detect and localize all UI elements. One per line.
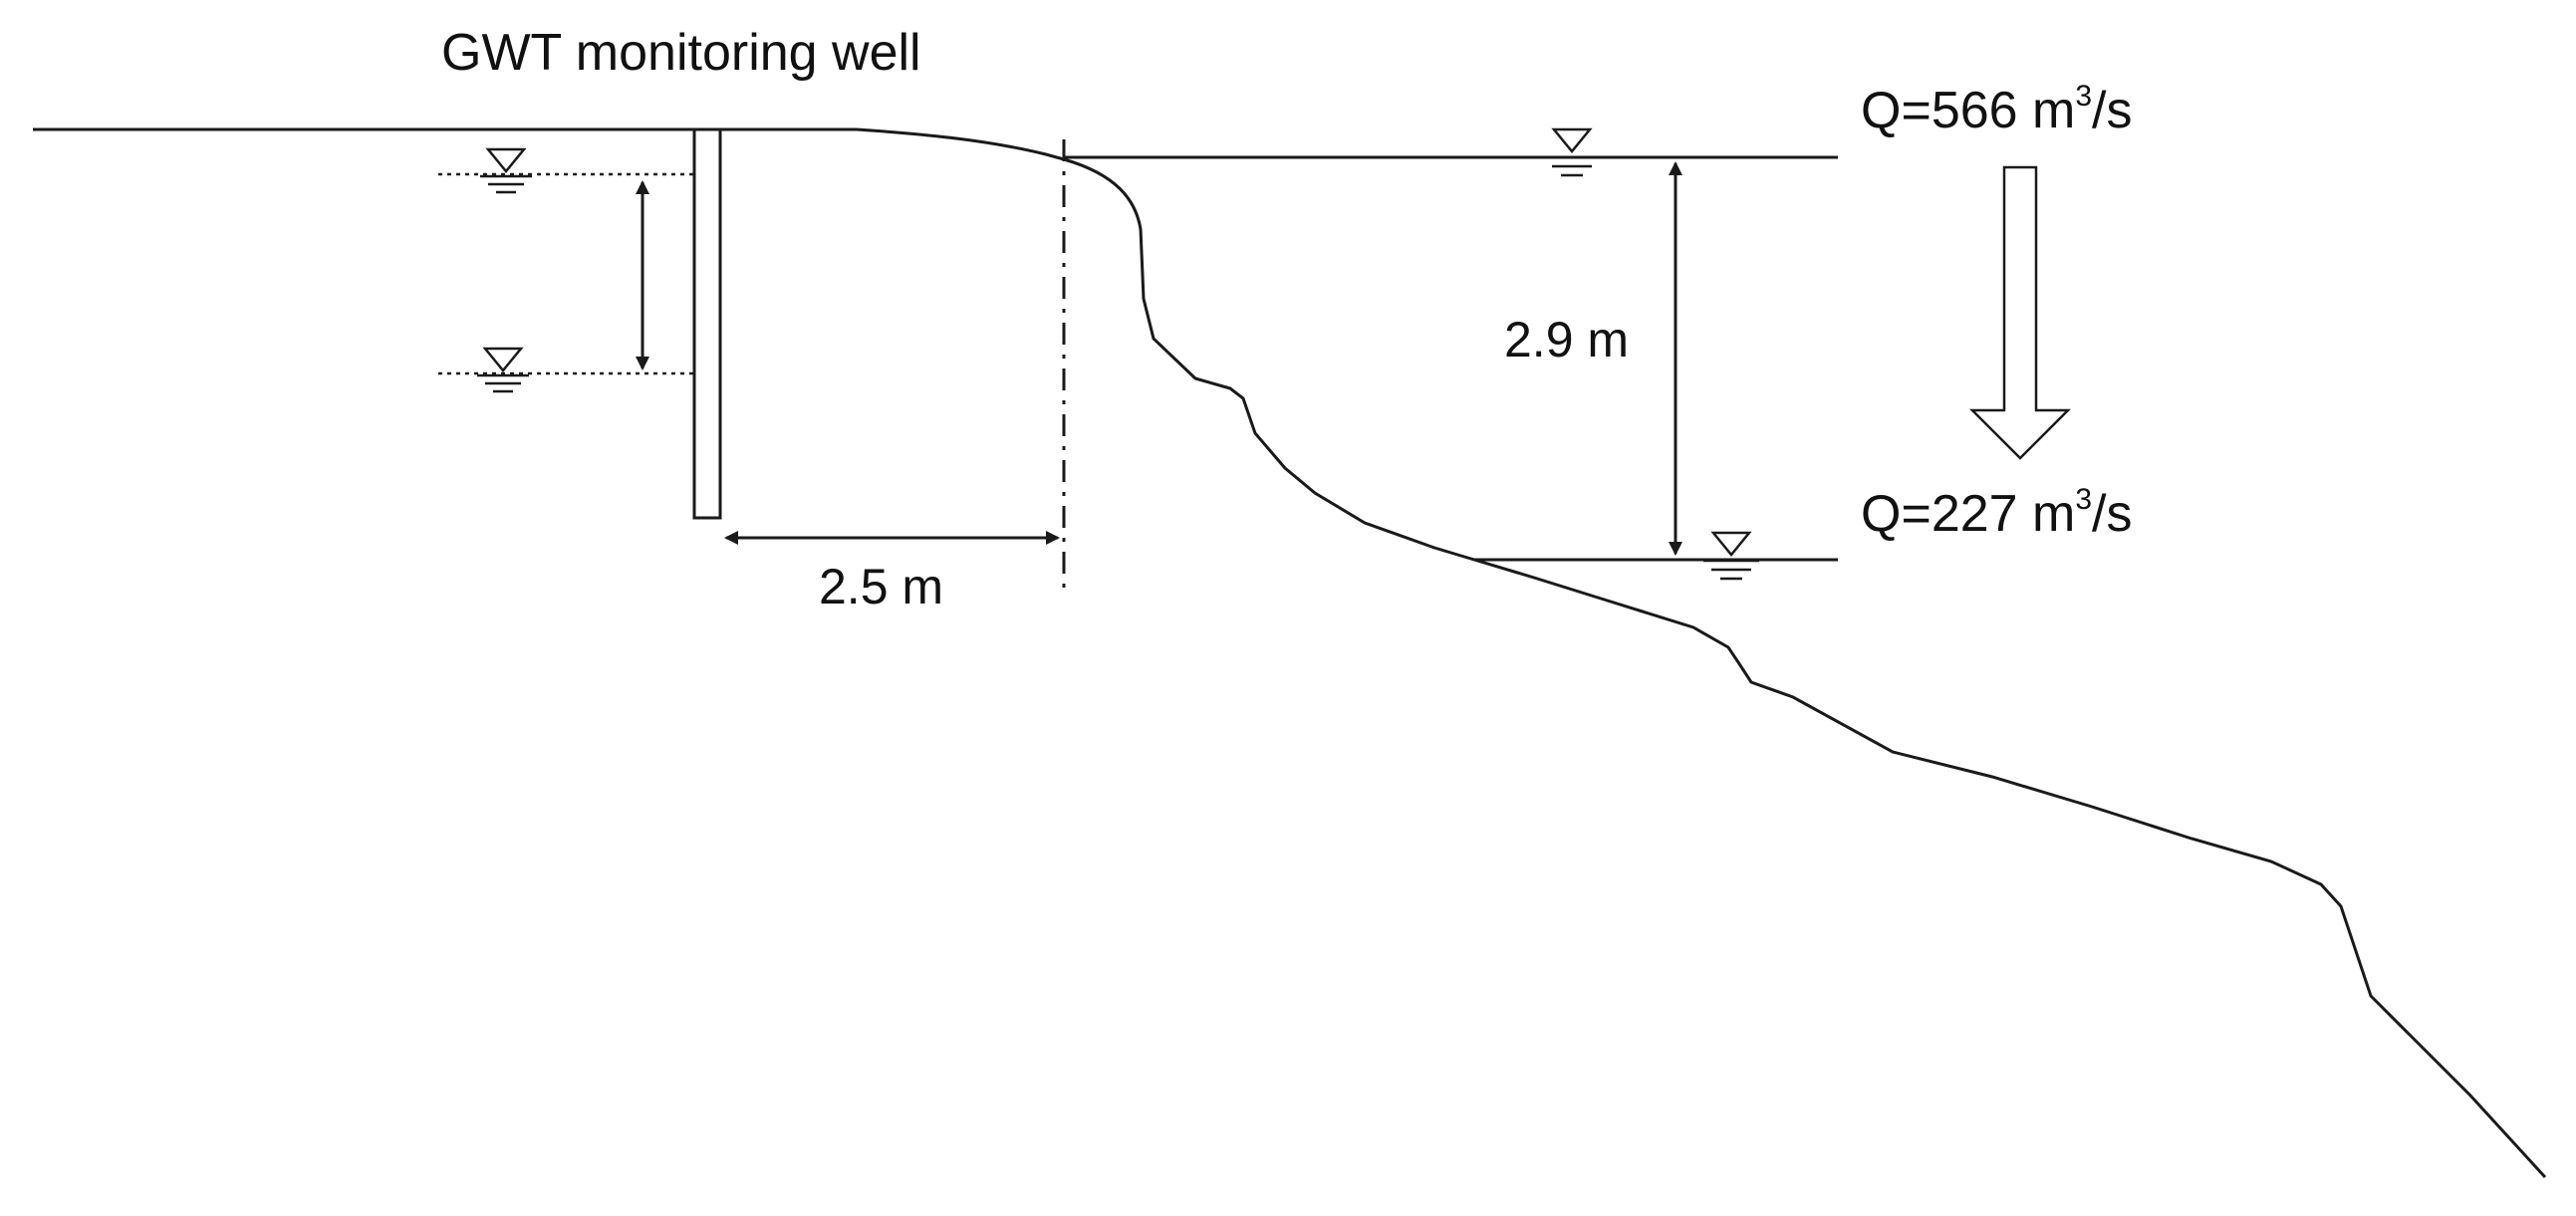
ground-surface-line	[33, 127, 1065, 161]
stage-difference-label: 2.9 m	[1504, 312, 1629, 367]
water-level-symbol	[480, 147, 532, 194]
riverbank-profile	[1063, 157, 2547, 1179]
flow-high-label: Q=566 m3/s	[1861, 80, 2132, 139]
flow-low-label: Q=227 m3/s	[1861, 483, 2132, 543]
water-level-symbol	[1703, 531, 1759, 581]
well-label: GWT monitoring well	[441, 24, 921, 82]
well-distance-label: 2.5 m	[819, 559, 943, 614]
water-level-symbol	[477, 347, 529, 393]
water-level-symbol	[1544, 127, 1600, 177]
monitoring-well	[692, 127, 722, 520]
down-arrow	[1968, 165, 2072, 460]
